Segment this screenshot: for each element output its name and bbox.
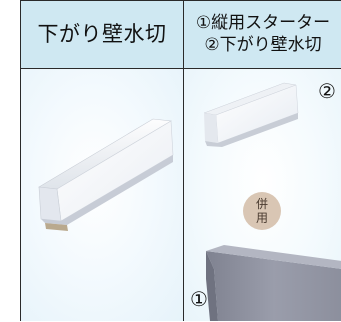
header-right-cell: ①縦用スターター ②下がり壁水切 (184, 1, 341, 69)
left-header-label: 下がり壁水切 (37, 22, 167, 47)
left-image-cell (21, 69, 184, 321)
right-header-line1: ①縦用スターター (195, 13, 331, 34)
right-header-line2: ②下がり壁水切 (204, 34, 322, 55)
part-number-2-label: ② (318, 79, 336, 103)
part-number-1-label: ① (190, 287, 208, 311)
product-table: 下がり壁水切 ①縦用スターター ②下がり壁水切 (20, 0, 341, 321)
drip-edge-part-small (203, 82, 299, 147)
drip-edge-part (38, 118, 174, 231)
combo-badge-line1: 併 (255, 197, 268, 211)
combo-use-badge: 併 用 (243, 192, 281, 230)
header-left-cell: 下がり壁水切 (21, 1, 184, 69)
vertical-starter-image (206, 245, 341, 321)
drip-edge-flashing-image (38, 118, 174, 231)
starter-part (206, 245, 341, 321)
combo-badge-line2: 用 (255, 211, 268, 225)
drip-edge-flashing-small-image (203, 82, 299, 147)
right-image-cell: ② 併 用 ① (184, 69, 341, 321)
